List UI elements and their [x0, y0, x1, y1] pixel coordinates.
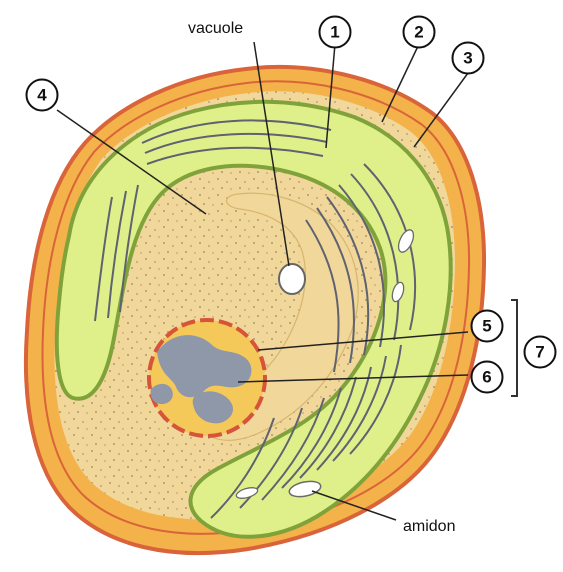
bracket-5-6: [511, 300, 517, 396]
callout-2: 2: [404, 17, 435, 48]
svg-text:5: 5: [482, 317, 491, 336]
svg-text:7: 7: [535, 343, 544, 362]
callout-4: 4: [27, 80, 58, 111]
vacuole-label: vacuole: [188, 20, 243, 37]
callout-3: 3: [453, 43, 484, 74]
svg-text:4: 4: [37, 86, 47, 105]
svg-text:3: 3: [463, 49, 472, 68]
svg-text:2: 2: [414, 23, 423, 42]
vacuole-shape: [279, 264, 305, 294]
callout-6: 6: [472, 362, 503, 393]
svg-text:1: 1: [330, 23, 339, 42]
svg-text:6: 6: [482, 368, 491, 387]
callout-7: 7: [525, 337, 556, 368]
amidon-label: amidon: [403, 518, 455, 535]
callout-5: 5: [472, 311, 503, 342]
callout-1: 1: [320, 17, 351, 48]
